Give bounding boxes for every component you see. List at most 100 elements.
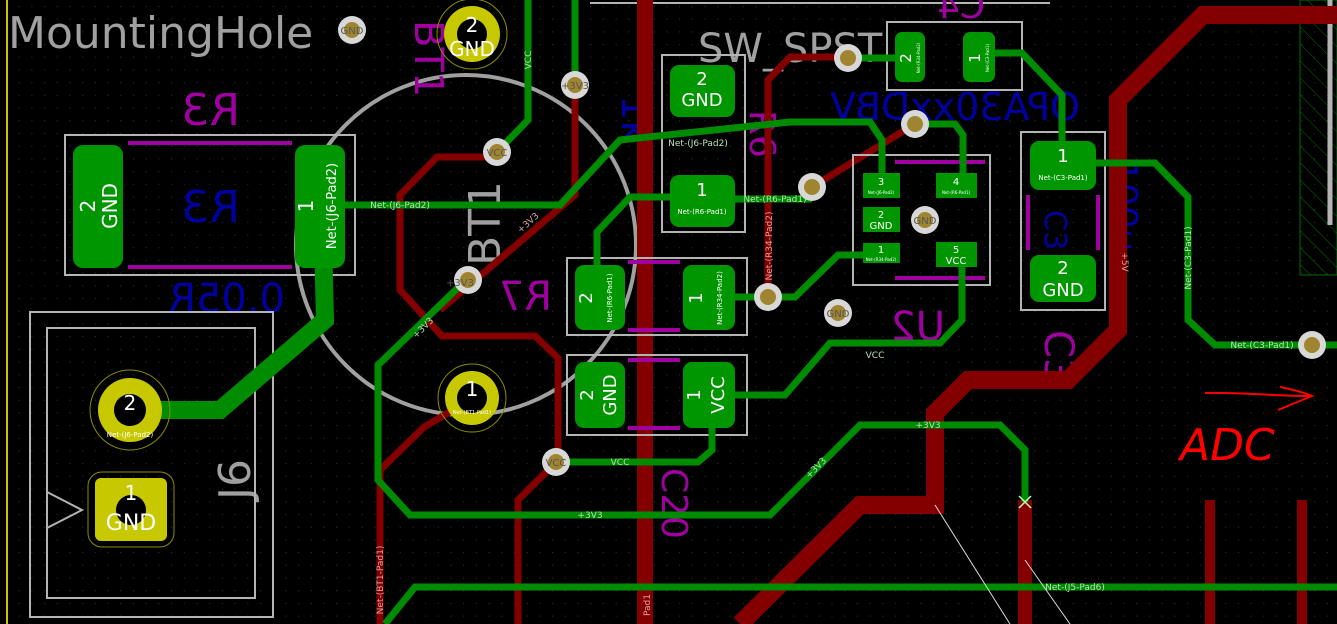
- trace-back-vcc[interactable]: [396, 153, 562, 455]
- pad-net: GND: [681, 90, 722, 111]
- pad-number: 1: [294, 200, 318, 213]
- via-net: GND: [341, 26, 364, 37]
- bt1-ref: BT1: [460, 181, 511, 266]
- trace-j5-pad6[interactable]: [382, 583, 1337, 624]
- pad-net: Net-(R34-Pad2): [916, 42, 921, 73]
- trace-c3-pad1[interactable]: [985, 49, 1066, 160]
- u2-pad-3[interactable]: [863, 173, 900, 198]
- via-3v3[interactable]: +3V3: [446, 266, 482, 294]
- pad-net: Net-(R6-Pad1): [677, 208, 726, 216]
- trace-back-5v[interactable]: [733, 6, 1337, 624]
- r7-pad-1[interactable]: [683, 265, 735, 330]
- pad-net: VCC: [946, 256, 967, 267]
- via-vcc[interactable]: VCC: [483, 138, 511, 166]
- pad-number: 2: [124, 391, 137, 415]
- pad-net: Net-(R34-Pad2): [716, 271, 724, 325]
- c20-pad-1[interactable]: [683, 362, 735, 428]
- net-label: Net-(C3-Pad1): [1184, 226, 1194, 289]
- r3-ref: R3: [181, 85, 240, 136]
- trace-back[interactable]: [514, 459, 559, 624]
- r6-courtyard: [661, 54, 746, 233]
- c3-pad-1[interactable]: [1030, 141, 1096, 190]
- pad-net: Net-(R6-Pad1): [606, 273, 614, 322]
- trace-r34-pad2[interactable]: [712, 251, 880, 301]
- trace-back-bt1[interactable]: [376, 396, 472, 624]
- via-c3-pad1[interactable]: [1298, 331, 1326, 359]
- pad-net: Net-(J6-Pad2): [868, 190, 895, 195]
- u2-pad-4[interactable]: [936, 173, 977, 198]
- u2-pad-1[interactable]: [863, 243, 900, 263]
- net-label: Net-(C3-Pad1): [1230, 341, 1293, 351]
- trace-3v3[interactable]: [374, 275, 1029, 519]
- trace-vcc[interactable]: [494, 0, 532, 155]
- r34-pad-1[interactable]: [963, 32, 995, 82]
- j6-ref: J6: [210, 459, 261, 503]
- u2-pad-5[interactable]: [936, 242, 977, 267]
- r6-pad-1[interactable]: [670, 175, 735, 227]
- trace-c3-pad1[interactable]: [1062, 159, 1337, 349]
- j6-outline: [46, 327, 256, 599]
- net-label: Net-(J5-Pad6): [1045, 583, 1105, 593]
- trace-vcc[interactable]: [712, 260, 966, 399]
- pad-number: 1: [966, 53, 984, 63]
- via-net: +3V3: [446, 278, 474, 289]
- via-r34-pad2[interactable]: [834, 44, 862, 72]
- trace-back-r34[interactable]: [764, 53, 848, 297]
- pad-number: 2: [577, 389, 598, 400]
- pad-number: 1: [696, 180, 707, 201]
- via-vcc[interactable]: VCC: [542, 448, 570, 476]
- via-r6-pad1[interactable]: [901, 110, 929, 138]
- r3-pad-1[interactable]: [295, 145, 345, 268]
- r7-ref: R7: [499, 274, 552, 320]
- fab-lines: [128, 141, 1100, 430]
- r7-footprint: 2 Net-(R6-Pad1) 1 Net-(R34-Pad2): [575, 265, 735, 330]
- u2-pad-2[interactable]: [863, 207, 900, 232]
- trace-r6-pad1[interactable]: [915, 120, 967, 180]
- c20-ref: C20: [653, 468, 694, 539]
- c3-footprint: 1 Net-(C3-Pad1) 2 GND: [1030, 141, 1096, 302]
- pad-number: 1: [125, 481, 138, 505]
- adc-label: ADC: [1177, 420, 1275, 471]
- via-gnd[interactable]: GND: [824, 299, 852, 327]
- via-net: GND: [827, 309, 850, 320]
- pad-net: GND: [449, 37, 495, 61]
- r34-pad-2[interactable]: [895, 32, 925, 82]
- net-label: VCC: [866, 351, 885, 361]
- pad-net: GND: [600, 374, 621, 415]
- net-label: Net-(BT1-Pad1): [376, 546, 386, 615]
- unrouted-end-marker: [1018, 495, 1032, 509]
- via-gnd[interactable]: GND: [911, 206, 939, 234]
- pad-number: 4: [953, 177, 959, 188]
- via-net: VCC: [487, 148, 508, 159]
- pad-number: 1: [1057, 146, 1068, 167]
- via-r6-pad1[interactable]: [798, 173, 826, 201]
- c3-pad-2[interactable]: [1030, 255, 1096, 302]
- via-gnd[interactable]: GND: [338, 16, 366, 44]
- bt1-footprint: 2 GND 1 Net-(BT1-Pad1): [436, 0, 508, 433]
- j6-footprint: 2 Net-(J6-Pad2) 1 GND: [87, 369, 175, 548]
- u2-courtyard: [852, 154, 991, 286]
- via-net: +3V3: [561, 81, 589, 92]
- c20-pad-2[interactable]: [575, 362, 625, 428]
- pad-number: 1: [466, 377, 479, 401]
- r3-pad-2[interactable]: [73, 145, 123, 268]
- trace-r6-pad1[interactable]: [593, 193, 700, 295]
- vias: GND +3V3 VCC +3V3 GND GND VCC: [338, 16, 1326, 476]
- pad-clearance: [436, 0, 508, 70]
- pad-net: Net-(C3-Pad1): [985, 43, 990, 72]
- c3-fab: C3: [1037, 210, 1072, 250]
- r7-pad-2[interactable]: [575, 265, 625, 330]
- ratsnest-line: [934, 504, 1011, 624]
- trace-j6-pad2[interactable]: [345, 118, 886, 209]
- r6-pad-2[interactable]: [670, 65, 735, 117]
- net-label: Net-(R34-Pad2): [765, 212, 775, 281]
- r3-footprint: 2 GND 1 Net-(J6-Pad2): [73, 145, 345, 268]
- pad-clearance: [89, 369, 171, 451]
- via-3v3[interactable]: +3V3: [561, 71, 589, 99]
- ratsnest-line: [1024, 559, 1071, 624]
- via-net: VCC: [546, 458, 567, 469]
- via-r34-pad2[interactable]: [754, 283, 782, 311]
- front-copper-layer: VCC Net-(J6-Pad2) Net-(J6-Pad2) Net-(R6-…: [130, 0, 1337, 624]
- pad-number: 2: [1057, 258, 1068, 279]
